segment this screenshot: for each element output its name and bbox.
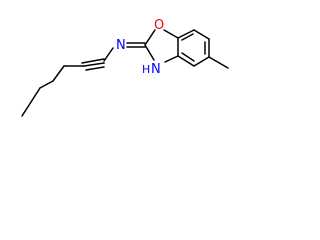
bond-c7-c7a [177,29,195,39]
triple-bond-line-1 [81,58,105,64]
ring-n-label: N [151,62,161,77]
aromatic-inner-3 [181,33,194,41]
bond-c5-methyl [208,56,229,69]
bond-c2-o [144,29,156,46]
triple-bond-line-3 [85,66,105,71]
bond-c1-n [103,47,114,62]
molecule-diagram: N O H N [21,18,229,117]
bond-c7-c6 [21,87,41,117]
ring-h-label: H [142,63,150,76]
bond-c5-c4 [52,65,65,82]
bond-c6-c7 [193,29,210,40]
bond-o-c7a [163,29,179,39]
aromatic-inner-1 [181,52,195,62]
bond-c4-c5 [193,56,210,67]
bond-nh-c3a [164,55,179,63]
ring-o-label: O [154,18,164,33]
bond-c3a-c4 [177,55,195,67]
triple-bond-line-2 [83,62,105,67]
bond-c2-nh [144,44,155,61]
amine-n-label: N [116,38,126,53]
bond-c6-c5 [39,80,54,89]
